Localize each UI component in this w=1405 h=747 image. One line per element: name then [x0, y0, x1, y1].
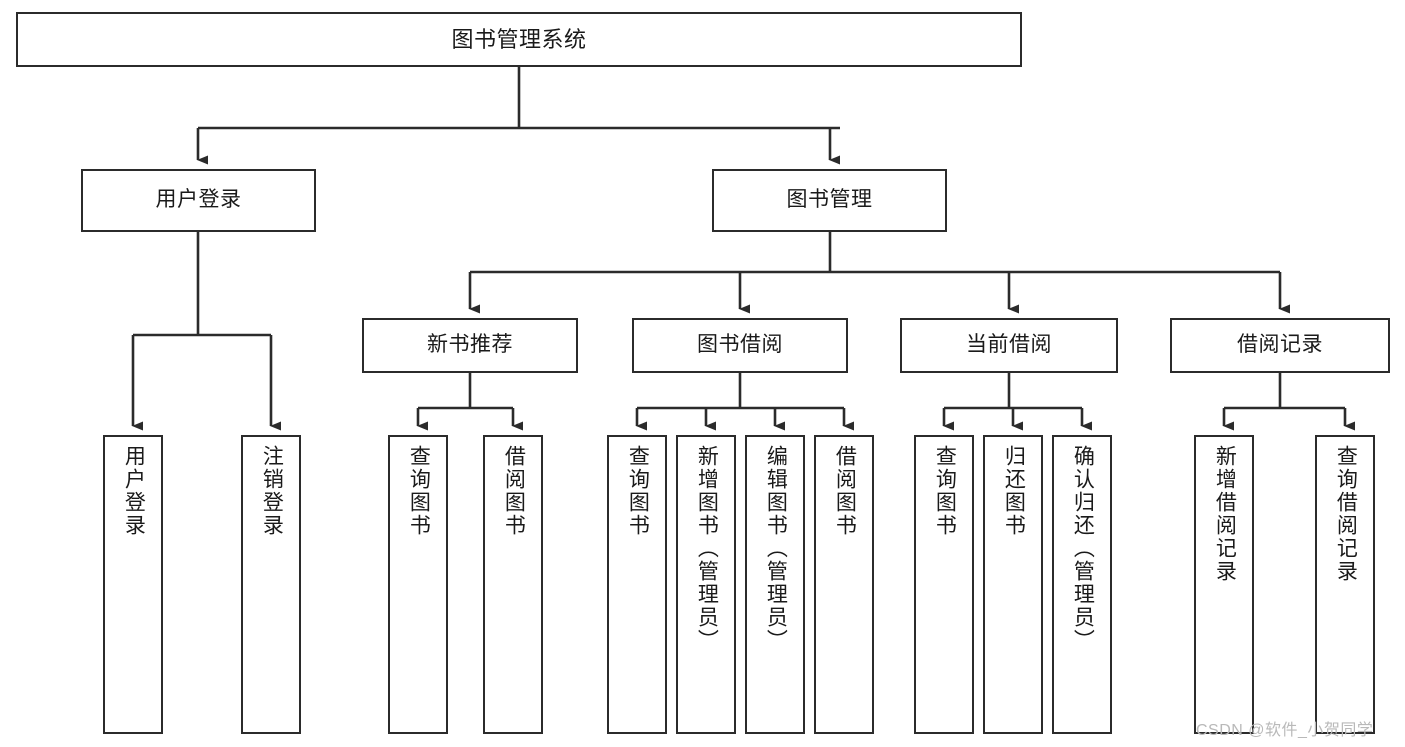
node-current-borrow[interactable]: 当前借阅	[900, 318, 1118, 373]
node-label: 查询图书	[626, 445, 650, 537]
leaf-borrow-book-recommend[interactable]: 借阅图书	[483, 435, 543, 734]
leaf-query-book-borrow[interactable]: 查询图书	[607, 435, 667, 734]
node-label: 图书管理系统	[451, 26, 587, 52]
leaf-return-book[interactable]: 归还图书	[983, 435, 1043, 734]
leaf-query-borrow-record[interactable]: 查询借阅记录	[1315, 435, 1375, 734]
leaf-query-book-current[interactable]: 查询图书	[914, 435, 974, 734]
node-label: 注销登录	[260, 445, 284, 537]
node-label: 借阅图书	[833, 445, 857, 537]
leaf-add-borrow-record[interactable]: 新增借阅记录	[1194, 435, 1254, 734]
node-label: 用户登录	[155, 188, 242, 212]
leaf-edit-book-admin[interactable]: 编辑图书（管理员）	[745, 435, 805, 734]
node-book-borrow[interactable]: 图书借阅	[632, 318, 848, 373]
node-label: 新增图书（管理员）	[695, 445, 719, 652]
leaf-add-book-admin[interactable]: 新增图书（管理员）	[676, 435, 736, 734]
node-label: 查询图书	[933, 445, 957, 537]
node-label: 归还图书	[1002, 445, 1026, 537]
node-label: 用户登录	[122, 445, 146, 537]
leaf-confirm-return-admin[interactable]: 确认归还（管理员）	[1052, 435, 1112, 734]
node-label: 图书管理	[786, 188, 873, 212]
node-new-book-recommend[interactable]: 新书推荐	[362, 318, 578, 373]
node-label: 当前借阅	[966, 333, 1052, 357]
leaf-borrow-book[interactable]: 借阅图书	[814, 435, 874, 734]
node-borrow-record[interactable]: 借阅记录	[1170, 318, 1390, 373]
node-label: 查询借阅记录	[1334, 445, 1358, 583]
node-label: 借阅图书	[502, 445, 526, 537]
node-label: 编辑图书（管理员）	[764, 445, 788, 652]
csdn-watermark: CSDN @软件_小贺同学	[1196, 722, 1374, 739]
node-user-login[interactable]: 用户登录	[81, 169, 316, 232]
node-book-management[interactable]: 图书管理	[712, 169, 947, 232]
node-label: 确认归还（管理员）	[1071, 445, 1095, 652]
leaf-user-login[interactable]: 用户登录	[103, 435, 163, 734]
node-label: 查询图书	[407, 445, 431, 537]
leaf-logout-login[interactable]: 注销登录	[241, 435, 301, 734]
node-label: 借阅记录	[1237, 333, 1323, 357]
node-label: 图书借阅	[697, 333, 783, 357]
node-label: 新书推荐	[427, 333, 513, 357]
leaf-query-book-recommend[interactable]: 查询图书	[388, 435, 448, 734]
node-label: 新增借阅记录	[1213, 445, 1237, 583]
node-root-book-management-system[interactable]: 图书管理系统	[16, 12, 1022, 67]
